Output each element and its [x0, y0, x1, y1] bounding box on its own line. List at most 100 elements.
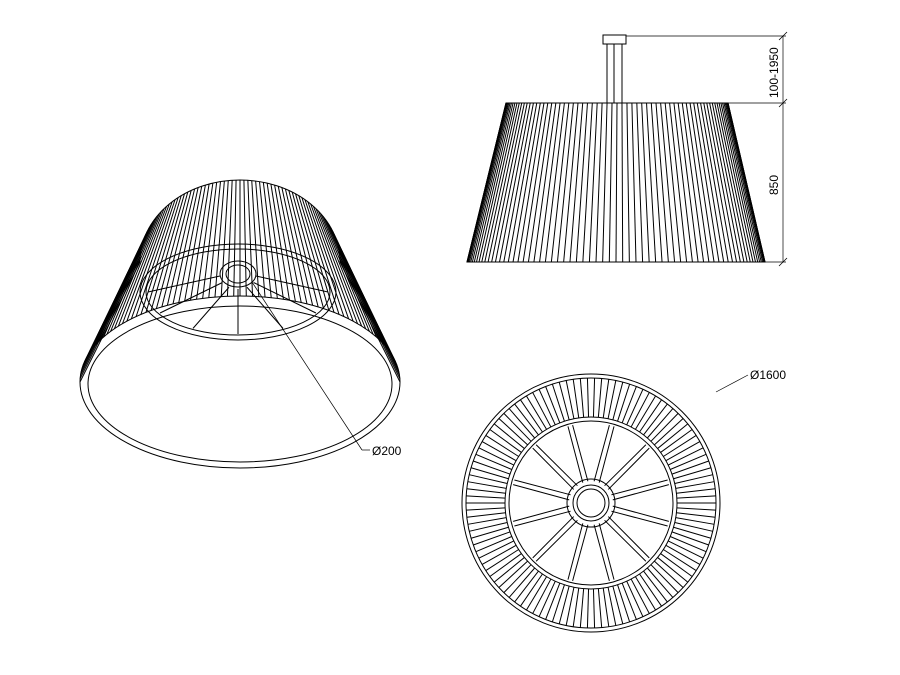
pleat-line — [475, 453, 512, 470]
pleat-line — [318, 211, 367, 329]
pleat-line — [586, 378, 590, 418]
inner-ring-2 — [508, 420, 674, 586]
pleat-line — [103, 218, 156, 338]
pleat-line — [650, 564, 679, 593]
pleat-line — [700, 102, 729, 263]
pleat-line — [670, 453, 707, 470]
pleat-line — [503, 413, 532, 442]
pleat-line — [631, 102, 637, 263]
pleat-line — [481, 102, 518, 263]
pleat-line — [711, 102, 745, 263]
pleat-line — [178, 186, 203, 303]
spoke — [514, 479, 571, 496]
spoke — [513, 505, 570, 522]
pleat-line — [467, 102, 508, 263]
pleat-line — [674, 521, 713, 532]
pleat-line — [166, 188, 196, 306]
pleat-line — [470, 526, 509, 539]
spoke — [255, 275, 329, 293]
pleat-line — [670, 536, 707, 553]
pleat-line — [677, 102, 699, 263]
pleat-line — [520, 573, 543, 607]
pleat-line — [117, 208, 165, 327]
spoke — [535, 444, 578, 487]
pleat-line — [673, 467, 712, 480]
dimension-tick — [778, 257, 788, 267]
pleat-line — [473, 460, 511, 475]
spoke — [147, 275, 221, 293]
pleat-line — [626, 102, 630, 263]
leader-line — [251, 281, 363, 451]
pleat-line — [266, 183, 284, 300]
pleat-line — [478, 447, 515, 466]
pleat-line — [220, 180, 229, 297]
pleat-line — [190, 183, 210, 301]
spoke — [611, 479, 668, 496]
pleat-line — [526, 576, 548, 611]
pleat-line — [498, 560, 528, 588]
pleat-line — [94, 227, 150, 347]
pleat-line — [196, 183, 214, 300]
bottom-rim — [79, 295, 401, 469]
pleat-line — [466, 512, 506, 518]
spoke-ring-inner — [145, 248, 331, 336]
top-outline — [139, 179, 341, 263]
pleat-line — [507, 102, 538, 263]
spoke — [604, 519, 647, 562]
pleat-line — [520, 399, 543, 433]
pleat-line — [563, 102, 579, 263]
spoke — [607, 516, 650, 559]
pleat-line — [135, 199, 176, 317]
pleat-line — [467, 102, 507, 263]
spoke — [159, 282, 223, 314]
pleat-line — [288, 190, 319, 308]
spoke — [572, 524, 589, 581]
pleat-line — [621, 582, 637, 620]
pleat-line — [663, 549, 697, 572]
outer-rim — [461, 373, 721, 633]
spoke — [593, 524, 610, 581]
pleat-line — [545, 582, 561, 620]
pleat-line — [467, 517, 507, 525]
pleat-line — [650, 102, 663, 263]
pleat-line — [595, 102, 603, 263]
pleat-line — [281, 187, 308, 305]
spoke — [532, 447, 575, 490]
pleat-line — [259, 181, 272, 298]
pleat-line — [485, 549, 519, 572]
pleat-line — [615, 102, 618, 263]
spoke — [572, 425, 589, 482]
pleat-line — [489, 553, 522, 577]
pleat-line — [572, 379, 580, 418]
pleat-line — [473, 102, 512, 263]
pleat-line — [478, 102, 516, 263]
pleat-line — [646, 102, 657, 263]
pleat-line — [538, 389, 556, 425]
pleat-line — [607, 587, 617, 626]
spoke — [253, 282, 317, 314]
pleat-line — [716, 102, 751, 263]
spoke — [246, 286, 284, 329]
pleat-line — [550, 102, 570, 263]
pleat-line — [503, 102, 534, 263]
pleat-line — [339, 255, 400, 376]
pleat-line — [588, 102, 598, 263]
pleat-line — [517, 102, 545, 263]
pleat-line — [565, 587, 575, 626]
hub-diameter-label: Ø200 — [372, 444, 402, 458]
pleat-line — [110, 213, 160, 332]
pleat-line — [310, 203, 354, 322]
ceiling-cap — [602, 34, 627, 45]
pleat-line — [466, 507, 506, 511]
pleat-line — [481, 544, 517, 565]
spoke — [612, 484, 669, 501]
pleat-line — [597, 588, 603, 628]
pleat-line — [643, 403, 668, 436]
pleat-line — [312, 206, 358, 324]
spoke — [532, 516, 575, 559]
pleat-line — [724, 102, 762, 263]
pleat-line — [468, 102, 509, 263]
pleat-line — [597, 378, 603, 418]
pleat-line — [558, 381, 570, 420]
